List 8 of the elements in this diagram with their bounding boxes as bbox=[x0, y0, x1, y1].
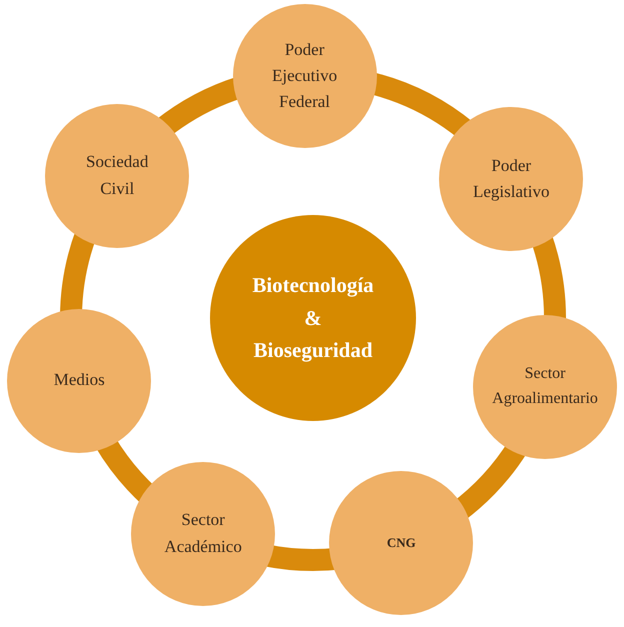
node-label: Medios bbox=[54, 369, 105, 392]
node-label: Sector Agroalimentario bbox=[491, 364, 599, 409]
center-label: Biotecnología & Bioseguridad bbox=[251, 272, 375, 364]
node-label: Poder Legislativo bbox=[472, 154, 550, 204]
node-label: Sector Académico bbox=[163, 509, 243, 558]
node-label: CNG bbox=[386, 534, 416, 552]
node-label: Poder Ejecutivo Federal bbox=[270, 38, 338, 114]
node-label: Sociedad Civil bbox=[85, 151, 150, 200]
